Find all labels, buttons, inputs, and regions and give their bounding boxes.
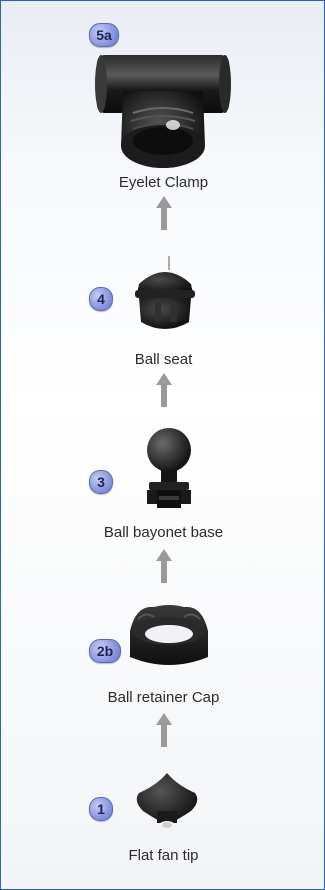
badge-1: 1	[89, 797, 113, 821]
badge-2b: 2b	[89, 639, 121, 663]
eyelet-clamp-icon	[95, 55, 231, 168]
ball-bayonet-base-icon	[147, 428, 191, 508]
label-eyelet-clamp: Eyelet Clamp	[118, 174, 209, 191]
badge-4: 4	[89, 287, 113, 311]
badge-3: 3	[89, 470, 113, 494]
ball-retainer-cap-icon	[130, 605, 208, 665]
flat-fan-tip-icon	[136, 773, 198, 833]
ball-seat-icon	[135, 256, 195, 329]
label-ball-retainer-cap: Ball retainer Cap	[107, 689, 220, 706]
label-flat-fan-tip: Flat fan tip	[128, 847, 199, 864]
label-ball-bayonet-base: Ball bayonet base	[103, 524, 224, 541]
badge-5a: 5a	[89, 23, 119, 47]
label-ball-seat: Ball seat	[134, 351, 193, 368]
